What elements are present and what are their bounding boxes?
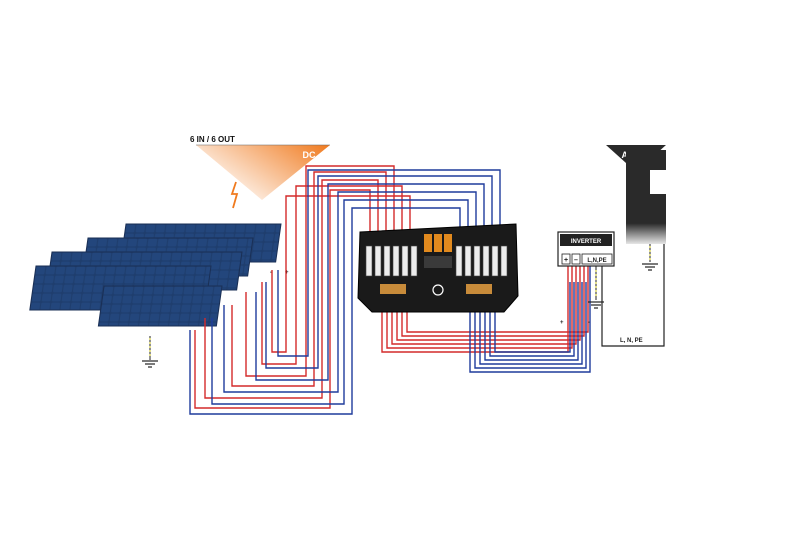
solar-panel-array: - + bbox=[29, 223, 289, 327]
dc-wiring bbox=[189, 165, 665, 415]
inverter-icon: INVERTER + – L,N,PE + - bbox=[557, 231, 615, 326]
negative-input-wires bbox=[189, 169, 501, 415]
inverter-minus: – bbox=[574, 257, 578, 264]
output-plus-label: + bbox=[560, 320, 564, 326]
ac-line-label: L, N, PE bbox=[620, 338, 643, 344]
solar-panel-icon bbox=[97, 285, 223, 327]
ac-sign: AC bbox=[606, 145, 666, 244]
combiner-box-icon bbox=[357, 223, 519, 313]
fuse-holders-right bbox=[455, 245, 508, 277]
negative-output-wires bbox=[469, 266, 591, 373]
ground-icon bbox=[642, 244, 658, 271]
positive-input-wires bbox=[194, 165, 411, 409]
ac-box-notch bbox=[650, 170, 666, 194]
output-terminal-right bbox=[466, 284, 492, 294]
ac-line bbox=[601, 244, 665, 347]
dc-label: DC bbox=[303, 150, 316, 160]
output-minus-label: - bbox=[588, 320, 590, 326]
inverter-title: INVERTER bbox=[571, 239, 602, 245]
inverter-plus: + bbox=[564, 257, 568, 264]
lightning-icon bbox=[230, 181, 239, 209]
ground-icon bbox=[588, 266, 604, 309]
dc-triangle bbox=[196, 145, 330, 200]
dc-sign: DC 6 IN / 6 OUT bbox=[190, 135, 330, 209]
panel-minus-label: - bbox=[270, 270, 272, 276]
inverter-lnpe: L,N,PE bbox=[587, 258, 606, 264]
fuse-holders-left bbox=[365, 245, 418, 277]
ac-distribution-box bbox=[626, 150, 666, 244]
panel-plus-label: + bbox=[285, 270, 289, 276]
output-terminal-left bbox=[380, 284, 406, 294]
surge-protector bbox=[424, 234, 452, 268]
brand-logo bbox=[432, 284, 444, 296]
ground-icon bbox=[142, 336, 158, 368]
io-label: 6 IN / 6 OUT bbox=[190, 135, 235, 144]
